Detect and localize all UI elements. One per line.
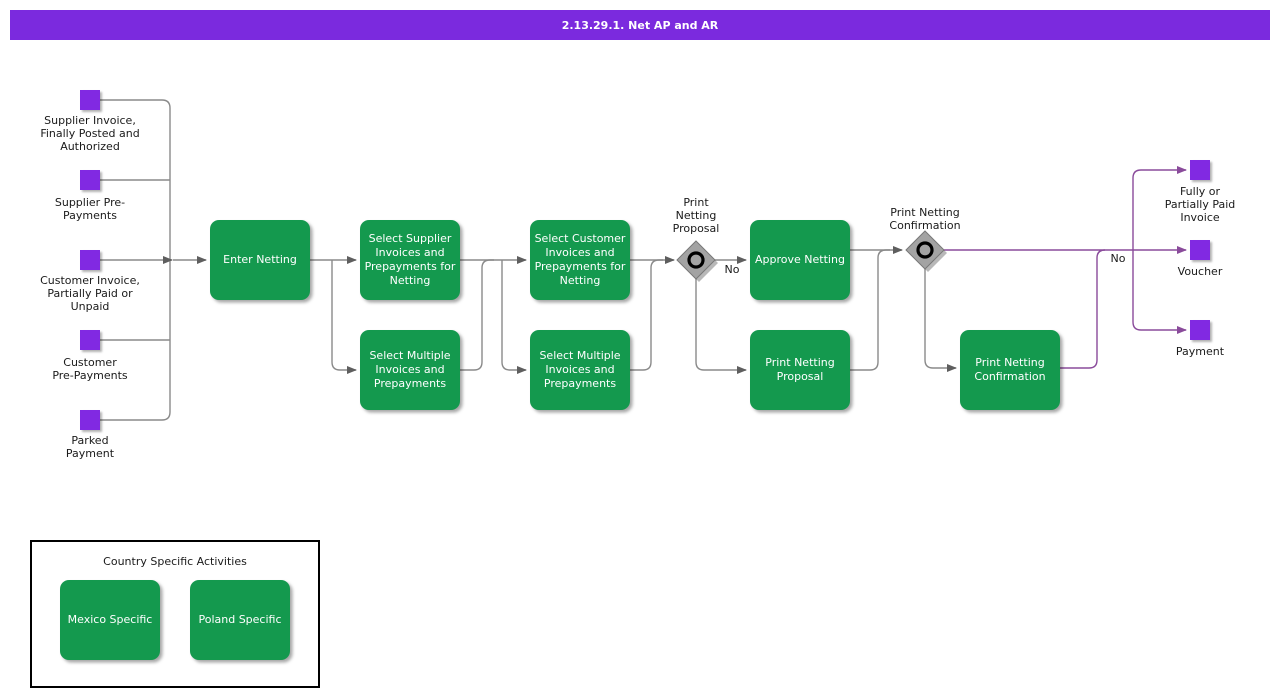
event-voucher[interactable] xyxy=(1190,240,1210,260)
title-bar: 2.13.29.1. Net AP and AR xyxy=(10,10,1270,40)
event-fully-paid-invoice[interactable] xyxy=(1190,160,1210,180)
gateway-ring-icon xyxy=(916,241,934,259)
event-label-voucher: Voucher xyxy=(1177,265,1223,278)
event-label-supplier-invoice: Supplier Invoice, Finally Posted and Aut… xyxy=(40,114,140,153)
event-supplier-prepayments[interactable] xyxy=(80,170,100,190)
event-supplier-invoice[interactable] xyxy=(80,90,100,110)
flow-to-fully-paid-invoice xyxy=(1132,166,1187,250)
event-parked-payment[interactable] xyxy=(80,410,100,430)
flow-print-proposal-merge xyxy=(850,249,890,371)
event-payment[interactable] xyxy=(1190,320,1210,340)
activity-select-multiple-invoices-1[interactable]: Select Multiple Invoices and Prepayments xyxy=(360,330,460,410)
country-specific-box: Country Specific Activities Mexico Speci… xyxy=(30,540,320,688)
activity-select-customer-invoices[interactable]: Select Customer Invoices and Prepayments… xyxy=(530,220,630,300)
flow-gateway1-to-print-proposal xyxy=(695,279,747,374)
flow-enter-to-select-multiple-a xyxy=(331,260,357,374)
activity-select-multiple-invoices-2[interactable]: Select Multiple Invoices and Prepayments xyxy=(530,330,630,410)
activity-print-netting-confirmation[interactable]: Print Netting Confirmation xyxy=(960,330,1060,410)
flow-to-payment xyxy=(1132,250,1187,334)
flow-gateway2-to-print-confirmation xyxy=(924,269,957,372)
event-label-customer-prepayments: Customer Pre-Payments xyxy=(52,356,128,382)
gateway2-label: Print Netting Confirmation xyxy=(889,206,961,232)
event-customer-invoice[interactable] xyxy=(80,250,100,270)
activity-print-netting-proposal[interactable]: Print Netting Proposal xyxy=(750,330,850,410)
flow-print-confirmation-merge xyxy=(1060,249,1106,369)
gateway-print-netting-proposal[interactable] xyxy=(676,240,718,282)
flow-select-multiple-a-merge xyxy=(460,259,494,371)
gateway-diamond xyxy=(905,230,945,270)
flow-select-multiple-b-merge xyxy=(630,259,663,371)
gateway1-no-label: No xyxy=(724,263,740,276)
activity-select-supplier-invoices[interactable]: Select Supplier Invoices and Prepayments… xyxy=(360,220,460,300)
gateway1-label: Print Netting Proposal xyxy=(672,196,720,235)
country-box-title: Country Specific Activities xyxy=(103,555,247,568)
event-label-customer-invoice: Customer Invoice, Partially Paid or Unpa… xyxy=(40,274,140,313)
activity-poland-specific[interactable]: Poland Specific xyxy=(190,580,290,660)
activity-approve-netting[interactable]: Approve Netting xyxy=(750,220,850,300)
activity-enter-netting[interactable]: Enter Netting xyxy=(210,220,310,300)
event-label-fully-paid-invoice: Fully or Partially Paid Invoice xyxy=(1164,185,1236,224)
event-label-supplier-prepayments: Supplier Pre- Payments xyxy=(54,196,126,222)
flow-split-to-select-multiple-b xyxy=(501,260,527,374)
gateway-diamond xyxy=(676,240,716,280)
diagram-title: 2.13.29.1. Net AP and AR xyxy=(561,18,719,32)
gateway-print-netting-confirmation[interactable] xyxy=(905,230,947,272)
event-customer-prepayments[interactable] xyxy=(80,330,100,350)
gateway-ring-icon xyxy=(687,251,705,269)
event-label-parked-payment: Parked Payment xyxy=(65,434,115,460)
event-label-payment: Payment xyxy=(1175,345,1225,358)
activity-mexico-specific[interactable]: Mexico Specific xyxy=(60,580,160,660)
gateway2-no-label: No xyxy=(1110,252,1126,265)
